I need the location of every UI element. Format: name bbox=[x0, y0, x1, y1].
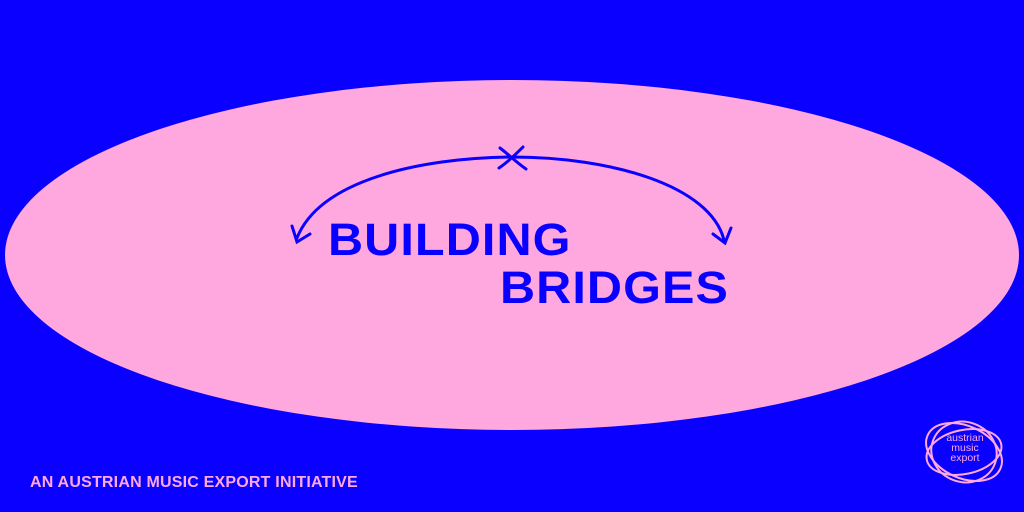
logo-line3: export bbox=[950, 452, 980, 464]
pink-ellipse bbox=[5, 80, 1019, 430]
logo-line2: music bbox=[951, 442, 979, 454]
cross-icon bbox=[497, 145, 528, 171]
left-arrowhead-icon bbox=[290, 224, 312, 245]
headline-line1: BUILDING bbox=[328, 214, 572, 265]
headline-line2: BRIDGES bbox=[500, 262, 729, 313]
logo-text: austrian music export bbox=[942, 432, 988, 464]
bridge-arc-icon bbox=[290, 145, 733, 246]
austrian-music-export-logo bbox=[925, 420, 1003, 484]
right-arrowhead-icon bbox=[711, 226, 733, 246]
logo-line1: austrian bbox=[946, 432, 984, 444]
tagline: AN AUSTRIAN MUSIC EXPORT INITIATIVE bbox=[30, 474, 358, 491]
